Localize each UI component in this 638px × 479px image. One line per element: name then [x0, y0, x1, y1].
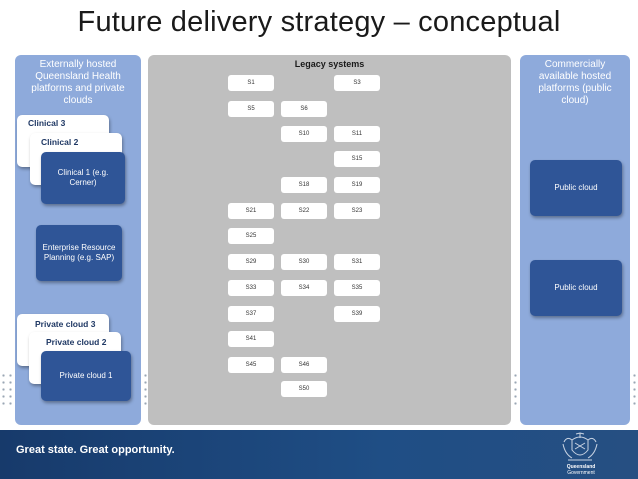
erp-label: Enterprise Resource Planning (e.g. SAP): [42, 243, 116, 262]
private-cloud-1-label: Private cloud 1: [59, 371, 113, 380]
system-s45: S45: [228, 357, 274, 373]
legacy-systems-column: Legacy systems S1 S3 S5 S6 S10 S11 S15 S…: [148, 55, 511, 425]
government-wordmark-line2: Government: [567, 470, 595, 476]
erp-box: Enterprise Resource Planning (e.g. SAP): [36, 225, 122, 281]
footer-bar: Great state. Great opportunity. Queensla…: [0, 430, 638, 479]
system-s39: S39: [334, 306, 380, 322]
system-s19: S19: [334, 177, 380, 193]
private-cloud-3-label: Private cloud 3: [35, 319, 96, 329]
system-s23: S23: [334, 203, 380, 219]
private-cloud-2-label: Private cloud 2: [46, 337, 107, 347]
system-s22: S22: [281, 203, 327, 219]
system-s15: S15: [334, 151, 380, 167]
system-s33: S33: [228, 280, 274, 296]
government-wordmark: Queensland Government: [555, 464, 607, 476]
system-s29: S29: [228, 254, 274, 270]
legacy-systems-heading: Legacy systems: [294, 59, 365, 69]
dot-pattern-mid-right: [512, 372, 520, 408]
dot-pattern-left: [0, 372, 14, 408]
system-s35: S35: [334, 280, 380, 296]
public-cloud-2-label: Public cloud: [554, 283, 598, 292]
system-s46: S46: [281, 357, 327, 373]
system-s31: S31: [334, 254, 380, 270]
system-s11: S11: [334, 126, 380, 142]
public-cloud-column: Commercially available hosted platforms …: [520, 55, 630, 425]
system-s3: S3: [334, 75, 380, 91]
system-s6: S6: [281, 101, 327, 117]
slide-title: Future delivery strategy – conceptual: [77, 6, 561, 38]
clinical-1-box: Clinical 1 (e.g. Cerner): [41, 152, 125, 204]
private-cloud-1-box: Private cloud 1: [41, 351, 131, 401]
public-cloud-heading: Commercially available hosted platforms …: [538, 59, 612, 106]
public-cloud-box-1: Public cloud: [530, 160, 622, 216]
clinical-3-label: Clinical 3: [28, 118, 66, 128]
system-s34: S34: [281, 280, 327, 296]
externally-hosted-column: Externally hosted Queensland Health plat…: [15, 55, 141, 425]
clinical-1-label: Clinical 1 (e.g. Cerner): [57, 168, 109, 187]
system-s5: S5: [228, 101, 274, 117]
system-s18: S18: [281, 177, 327, 193]
government-wordmark-line1: Queensland: [566, 464, 596, 470]
public-cloud-box-2: Public cloud: [530, 260, 622, 316]
system-s1: S1: [228, 75, 274, 91]
system-s50: S50: [281, 381, 327, 397]
public-cloud-1-label: Public cloud: [554, 183, 598, 192]
system-s41: S41: [228, 331, 274, 347]
system-s37: S37: [228, 306, 274, 322]
dot-pattern-mid-left: [142, 372, 148, 408]
system-s10: S10: [281, 126, 327, 142]
system-s25: S25: [228, 228, 274, 244]
externally-hosted-heading: Externally hosted Queensland Health plat…: [31, 59, 125, 106]
system-s21: S21: [228, 203, 274, 219]
system-s30: S30: [281, 254, 327, 270]
queensland-crest-icon: [562, 432, 598, 461]
clinical-2-label: Clinical 2: [41, 137, 79, 147]
dot-pattern-right: [631, 372, 638, 408]
footer-slogan: Great state. Great opportunity.: [16, 444, 175, 456]
